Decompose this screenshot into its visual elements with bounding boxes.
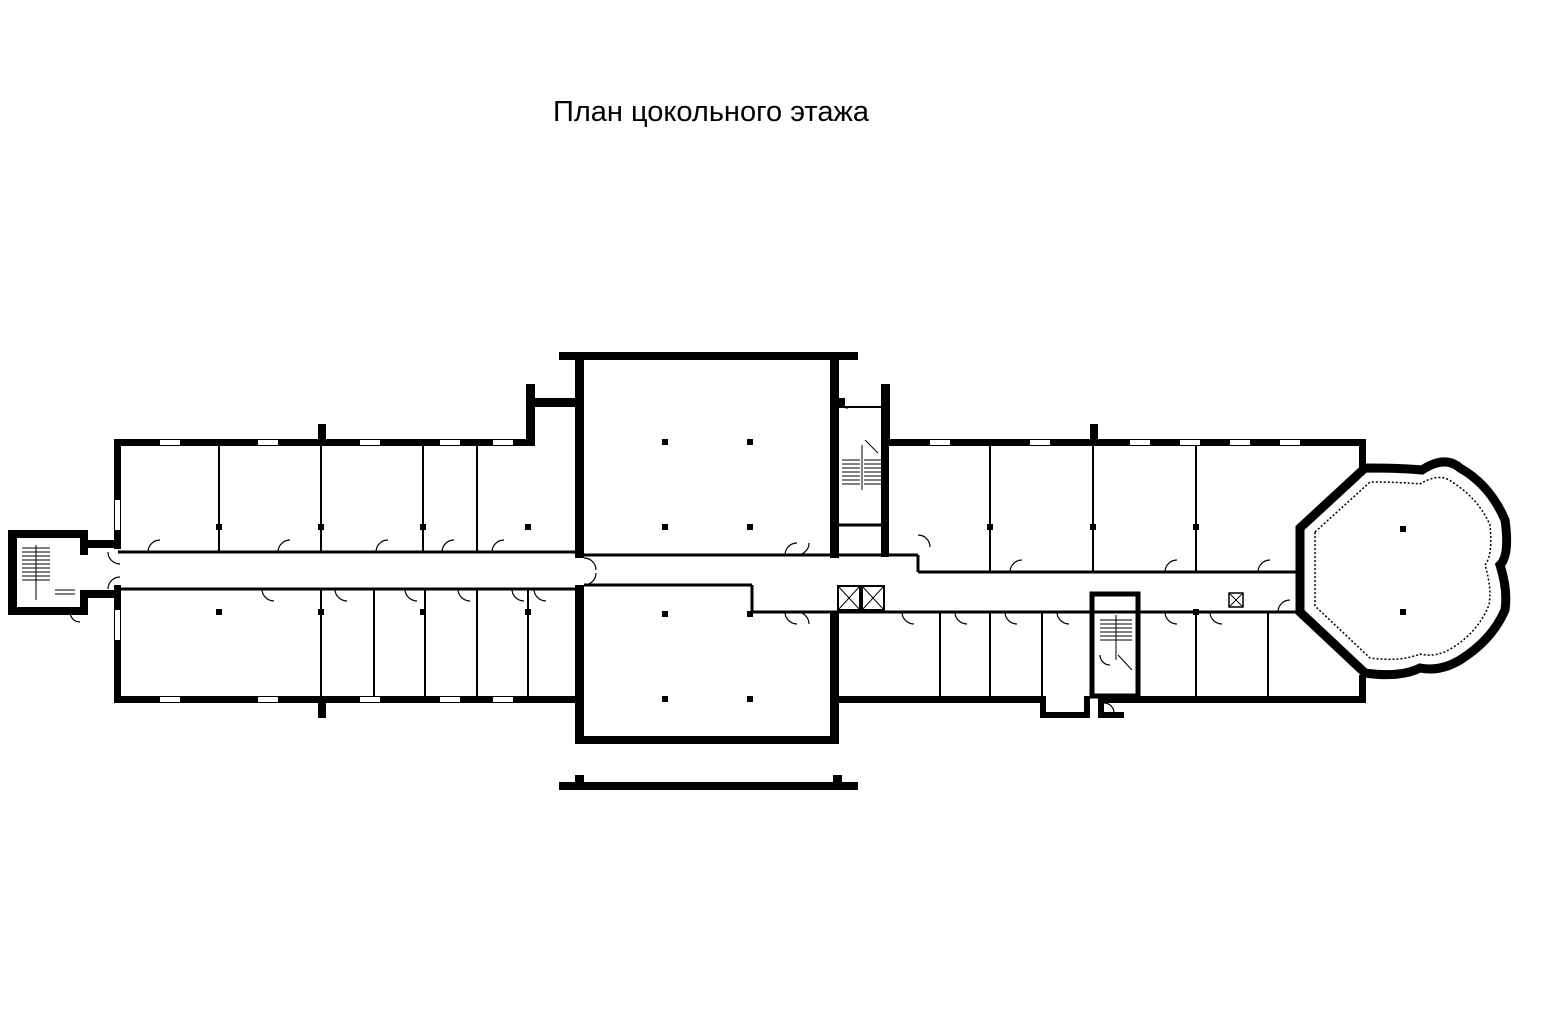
exterior-walls — [8, 352, 1366, 744]
detached-wall — [559, 775, 858, 790]
stairs — [22, 439, 1244, 671]
central-stair — [842, 439, 882, 490]
rotunda — [1295, 457, 1512, 680]
columns — [216, 439, 1199, 702]
partitions — [218, 406, 1269, 699]
left-stair — [22, 545, 75, 600]
doors — [69, 397, 1291, 714]
elevator-shafts — [837, 585, 1244, 611]
right-stair — [1100, 615, 1133, 671]
plan-title: План цокольного этажа — [553, 96, 869, 128]
